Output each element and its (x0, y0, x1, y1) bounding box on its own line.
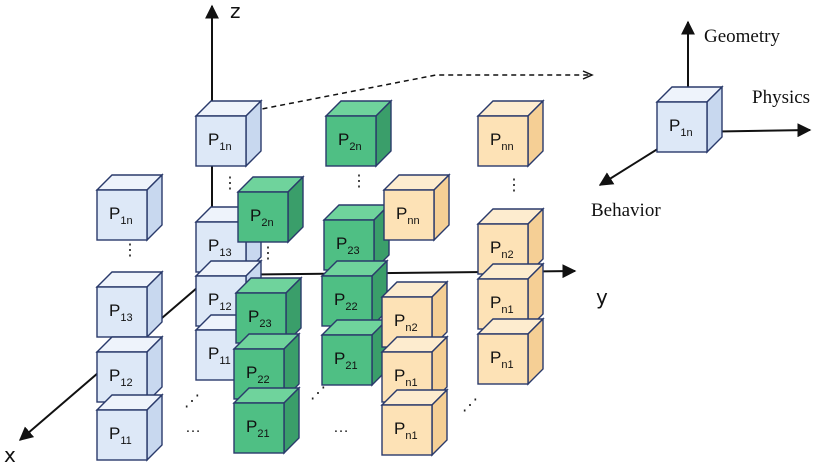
cube-front-face (325, 115, 377, 167)
ellipsis-mark: ⋰ (462, 397, 478, 414)
cube-front-face (237, 191, 289, 243)
dashed-pointer (235, 74, 590, 115)
cube-green-15: P21 (320, 318, 389, 387)
cubes-layer: P1nP13P12P11P1nP13P12P11P2nP23P22P21P2nP… (95, 99, 545, 462)
cube-orange-16: Pnn (382, 173, 451, 242)
legend-physics-label: Physics (752, 87, 810, 108)
legend-geometry-label: Geometry (704, 26, 780, 47)
cube-front-face (477, 333, 529, 385)
cube-front-face (381, 404, 433, 456)
cube-orange-22: Pn1 (476, 262, 545, 331)
cube-front-face (656, 101, 708, 153)
cube-orange-19: Pn1 (380, 388, 449, 457)
ellipsis-mark: ⋮ (122, 242, 138, 259)
cube-blue-3: P11 (95, 393, 164, 462)
cube-green-13: P23 (322, 203, 391, 272)
legend-cube: P1n (655, 85, 724, 154)
legend-behavior-label: Behavior (591, 200, 661, 221)
z-axis-label: z (230, 0, 241, 23)
cube-orange-20: Pnn (476, 99, 545, 168)
ellipsis-mark: … (333, 419, 349, 436)
cube-green-14: P22 (320, 259, 389, 328)
cube-green-8: P2n (236, 175, 305, 244)
legend-cube-p1n: P1n (655, 85, 724, 154)
legend: P1n Geometry Physics Behavior (591, 20, 812, 221)
ellipsis-mark: ⋮ (260, 245, 276, 262)
ellipsis-mark: … (185, 419, 201, 436)
cube-blue-1: P13 (95, 270, 164, 339)
cube-green-11: P21 (232, 386, 301, 455)
cube-front-face (96, 409, 148, 461)
cube-front-face (96, 351, 148, 403)
cube-green-12: P2n (324, 99, 393, 168)
ellipsis-marks: ⋮ ⋮ ⋮ ⋮ ⋮ … … ⋰ ⋰ ⋰ (122, 173, 522, 436)
ellipsis-mark: ⋮ (222, 175, 238, 192)
ellipsis-mark: ⋰ (310, 385, 326, 402)
cube-orange-23: Pn1 (476, 317, 545, 386)
y-axis-label: y (596, 285, 608, 309)
dashed-pointer-arrowhead (582, 70, 594, 80)
cube-front-face (233, 402, 285, 454)
cube-green-10: P22 (232, 332, 301, 401)
cube-blue-4: P1n (194, 99, 263, 168)
cube-orange-17: Pn2 (380, 280, 449, 349)
cube-front-face (383, 189, 435, 241)
cube-front-face (477, 115, 529, 167)
cube-front-face (96, 189, 148, 241)
cube-blue-2: P12 (95, 335, 164, 404)
ellipsis-mark: ⋮ (351, 173, 367, 190)
ellipsis-mark: ⋮ (506, 177, 522, 194)
cube-orange-21: Pn2 (476, 207, 545, 276)
ellipsis-mark: ⋰ (184, 393, 200, 410)
cube-front-face (195, 115, 247, 167)
cube-front-face (96, 286, 148, 338)
x-axis-label: x (4, 443, 16, 466)
cube-front-face (321, 334, 373, 386)
cube-green-9: P23 (234, 276, 303, 345)
cube-blue-0: P1n (95, 173, 164, 242)
